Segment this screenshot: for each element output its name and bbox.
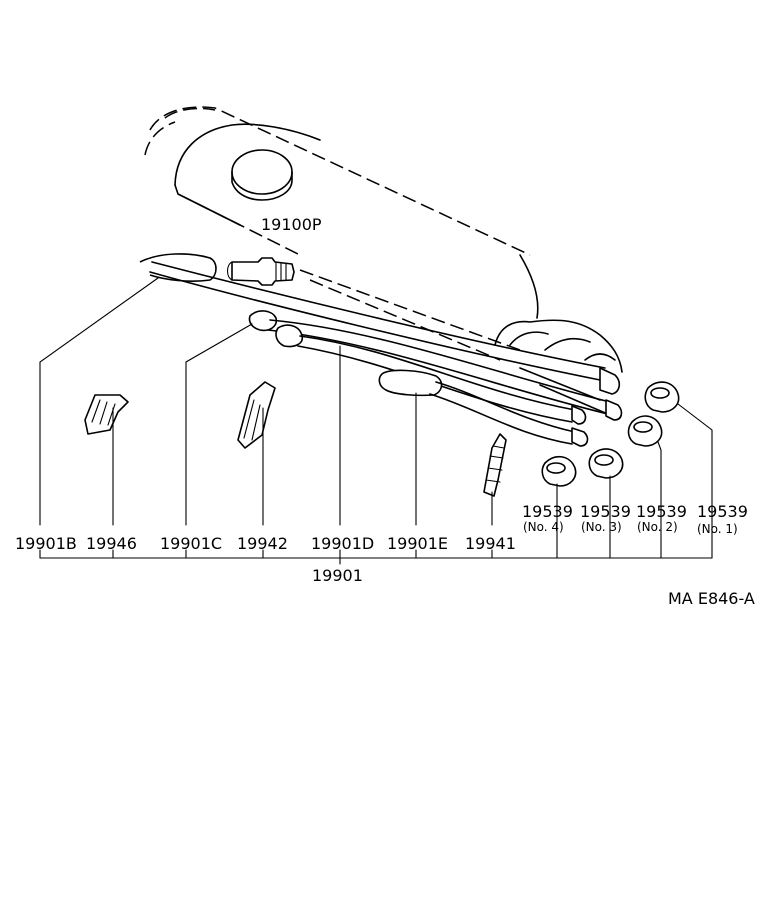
label-19539-no4: 19539 [522,502,573,521]
label-19901c: 19901C [160,534,222,553]
plug-cap-no4[interactable] [541,455,577,487]
diagram-code: MA E846-A [668,589,755,608]
label-no3: (No. 3) [581,520,622,534]
label-19941: 19941 [465,534,516,553]
oil-filler-cap [231,149,293,201]
clamp-19941-part[interactable] [483,433,507,497]
label-19901b: 19901B [15,534,77,553]
engine-head-cover [144,106,623,416]
label-19539-no3: 19539 [580,502,631,521]
label-19901: 19901 [312,566,363,585]
label-19946: 19946 [86,534,137,553]
ignition-cords [139,253,623,447]
label-no4: (No. 4) [523,520,564,534]
leader-lines [39,277,713,565]
label-19539-no2: 19539 [636,502,687,521]
plug-cap-no3[interactable] [588,448,624,479]
plug-cap-no2[interactable] [627,415,663,447]
clamp-19946-part[interactable] [84,394,129,435]
label-no1: (No. 1) [697,522,738,536]
label-no2: (No. 2) [637,520,678,534]
label-19901d: 19901D [311,534,374,553]
label-19100p: 19100P [261,215,322,234]
plug-cap-no1[interactable] [644,381,680,413]
spark-plug[interactable] [226,257,295,286]
label-19942: 19942 [237,534,288,553]
label-19539-no1: 19539 [697,502,748,521]
clamp-19942-part[interactable] [237,381,276,449]
label-19901e: 19901E [387,534,448,553]
